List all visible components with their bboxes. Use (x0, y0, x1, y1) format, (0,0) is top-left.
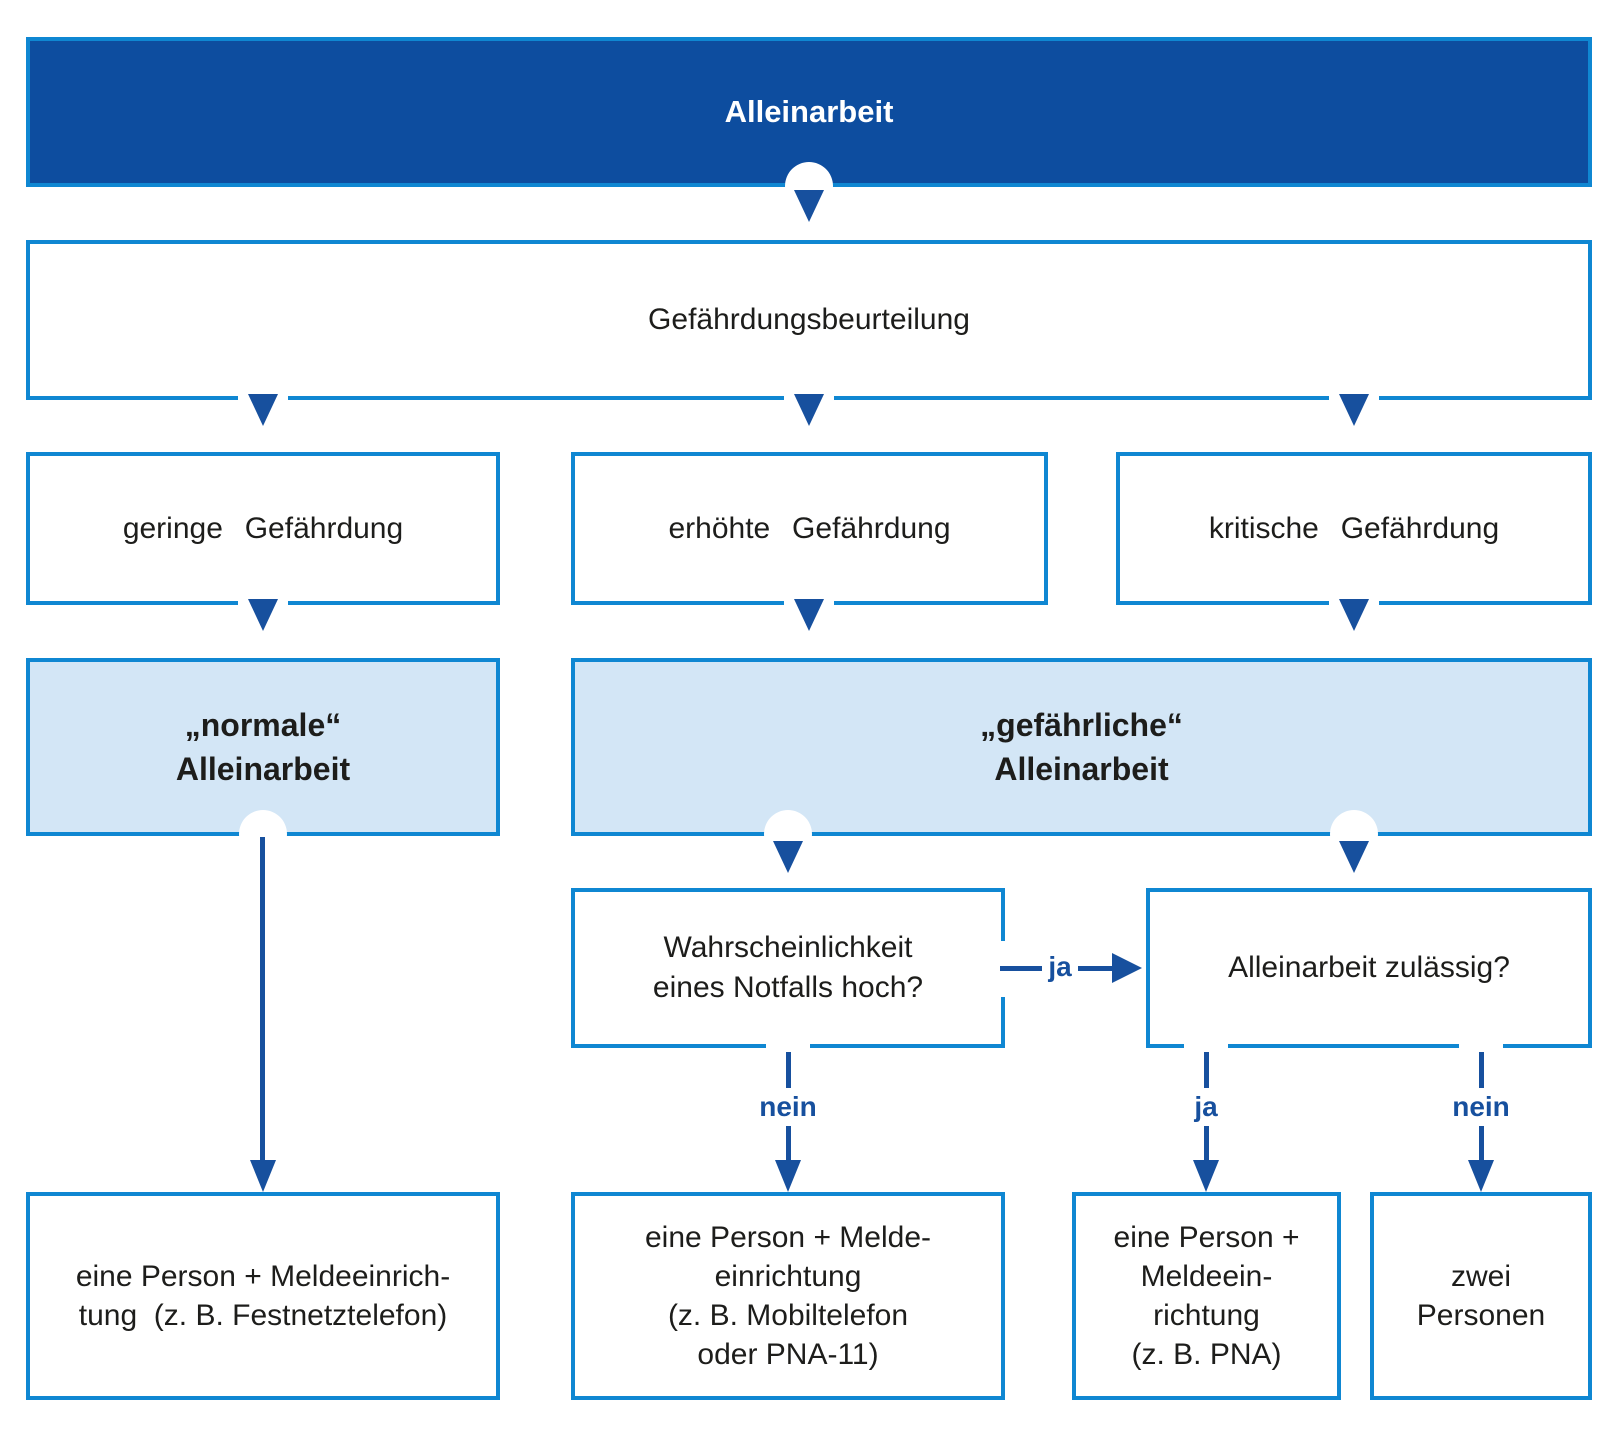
node-erhoehte-gefaehrdung-label: erhöhte Gefährdung (668, 511, 951, 545)
node-gefaehrliche-alleinarbeit-label: „gefährliche“ Alleinarbeit (980, 707, 1183, 787)
node-outcome-mobiltelefon: eine Person + Melde- einrichtung (z. B. … (571, 1192, 1005, 1400)
node-normale-alleinarbeit-label: „normale“ Alleinarbeit (175, 707, 351, 787)
node-geringe-gefaehrdung: geringe Gefährdung (26, 452, 500, 605)
edge-label-ja: ja (1194, 1091, 1218, 1122)
node-notfall-wahrscheinlichkeit-label: Wahrscheinlichkeit eines Notfalls hoch? (652, 931, 924, 1004)
node-outcome-festnetztelefon: eine Person + Meldeeinrich- tung (z. B. … (26, 1192, 500, 1400)
border-gap (766, 1042, 810, 1052)
node-gefaehrdungsbeurteilung-label: Gefährdungsbeurteilung (648, 303, 970, 336)
node-gefaehrdungsbeurteilung: Gefährdungsbeurteilung (26, 240, 1592, 400)
node-erhoehte-gefaehrdung: erhöhte Gefährdung (571, 452, 1048, 605)
node-notfall-wahrscheinlichkeit: Wahrscheinlichkeit eines Notfalls hoch? (571, 888, 1005, 1048)
node-outcome-pna-label: eine Person + Meldeein- richtung (z. B. … (1113, 1221, 1300, 1371)
connector-line (786, 1126, 791, 1162)
arrow-down-icon (794, 394, 824, 426)
node-kritische-gefaehrdung: kritische Gefährdung (1116, 452, 1592, 605)
connector-line (1000, 966, 1042, 971)
edge-label-nein: nein (1452, 1091, 1510, 1122)
node-outcome-zwei-personen-label: zwei Personen (1416, 1260, 1546, 1332)
arrow-right-icon (1112, 953, 1142, 983)
connector-line (1479, 1126, 1484, 1162)
node-outcome-mobiltelefon-label: eine Person + Melde- einrichtung (z. B. … (645, 1221, 931, 1371)
arrow-down-icon (794, 599, 824, 631)
node-outcome-pna: eine Person + Meldeein- richtung (z. B. … (1072, 1192, 1341, 1400)
edge-label-ja: ja (1048, 951, 1072, 982)
node-alleinarbeit-zulaessig-label: Alleinarbeit zulässig? (1228, 951, 1510, 984)
arrow-down-icon (248, 394, 278, 426)
border-gap (1184, 1042, 1228, 1052)
connector-line (1204, 1052, 1209, 1088)
arrow-down-icon (1339, 599, 1369, 631)
connector-line (786, 1052, 791, 1088)
border-gap (1459, 1042, 1503, 1052)
arrow-down-icon (248, 599, 278, 631)
connector-line (1479, 1052, 1484, 1088)
edge-label-nein: nein (759, 1091, 817, 1122)
arrow-down-icon (250, 1160, 276, 1192)
connector-line (260, 837, 265, 1160)
node-outcome-zwei-personen: zwei Personen (1370, 1192, 1592, 1400)
arrow-down-icon (1339, 841, 1369, 873)
arrow-down-icon (794, 190, 824, 222)
arrow-down-icon (1468, 1160, 1494, 1192)
arrow-down-icon (1193, 1160, 1219, 1192)
connector-line (1204, 1126, 1209, 1162)
node-outcome-festnetztelefon-label: eine Person + Meldeeinrich- tung (z. B. … (75, 1260, 451, 1332)
node-kritische-gefaehrdung-label: kritische Gefährdung (1208, 511, 1500, 545)
arrow-down-icon (1339, 394, 1369, 426)
connector-line (1078, 966, 1114, 971)
node-gefaehrliche-alleinarbeit: „gefährliche“ Alleinarbeit (571, 658, 1592, 836)
arrow-down-icon (773, 841, 803, 873)
node-geringe-gefaehrdung-label: geringe Gefährdung (122, 511, 404, 545)
node-alleinarbeit-header-label: Alleinarbeit (724, 94, 894, 129)
node-alleinarbeit-zulaessig: Alleinarbeit zulässig? (1146, 888, 1592, 1048)
arrow-down-icon (775, 1160, 801, 1192)
